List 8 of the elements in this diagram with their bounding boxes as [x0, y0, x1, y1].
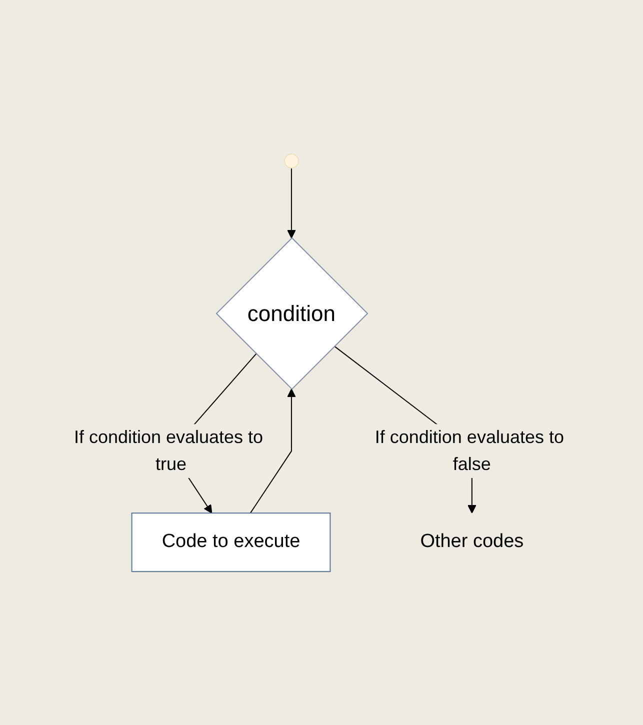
node-diamond: condition: [216, 237, 368, 390]
arrow: [287, 167, 296, 238]
node-box: Code to execute: [131, 512, 331, 572]
node-circle: [284, 153, 299, 168]
edge-label: If condition evaluates to false: [374, 426, 564, 474]
node-text: Other codes: [420, 530, 524, 552]
arrow: [250, 388, 296, 514]
edge-label: If condition evaluates to true: [74, 426, 264, 474]
